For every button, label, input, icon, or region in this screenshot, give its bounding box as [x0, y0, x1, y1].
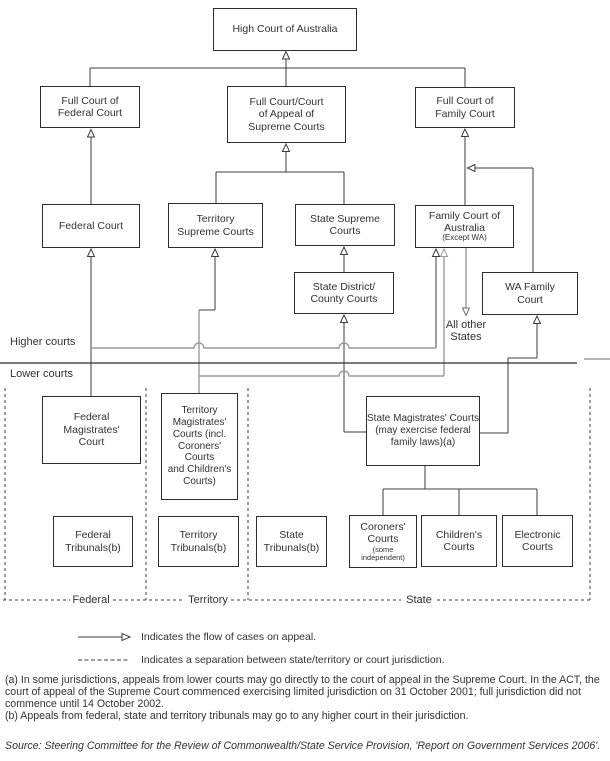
appeal-flow-lines — [89, 58, 538, 515]
node-label: Full Court of Federal Court — [57, 94, 123, 119]
node-label: Territory Magistrates' Courts (incl. Cor… — [167, 405, 232, 487]
node-label: Full Court of Family Court — [435, 95, 495, 120]
node-coroners-courts: Coroners' Courts(some independent) — [349, 515, 417, 568]
node-label: High Court of Australia — [232, 23, 338, 36]
legend-appeal-text: Indicates the flow of cases on appeal. — [141, 631, 317, 643]
node-sublabel: (Except WA) — [442, 233, 487, 243]
node-label: Electronic Courts — [514, 528, 561, 553]
node-label: Children's Courts — [435, 528, 483, 553]
node-full-court-federal: Full Court of Federal Court — [40, 86, 140, 128]
node-full-court-appeal-supreme: Full Court/Court of Appeal of Supreme Co… — [227, 86, 346, 143]
node-sublabel: (some independent) — [361, 544, 405, 562]
node-full-court-family: Full Court of Family Court — [415, 87, 515, 128]
node-federal-magistrates: Federal Magistrates' Court — [42, 396, 141, 464]
jurisdiction-dashed-lines — [3, 388, 591, 601]
node-label: State Supreme Courts — [309, 212, 381, 237]
gray-appeal-lines — [91, 256, 610, 393]
node-label: Coroners' Courts — [360, 520, 406, 546]
arrowheads — [86, 50, 542, 324]
node-state-district-county: State District/ County Courts — [294, 272, 394, 314]
footnotes: (a) In some jurisdictions, appeals from … — [5, 674, 605, 722]
all-other-states-label: All other States — [445, 319, 487, 343]
node-territory-supreme: Territory Supreme Courts — [168, 203, 263, 248]
source-line: Source: Steering Committee for the Revie… — [5, 740, 601, 752]
node-federal-tribunals: Federal Tribunals(b) — [53, 516, 133, 567]
node-childrens-courts: Children's Courts — [421, 515, 497, 567]
node-label: Federal Magistrates' Court — [63, 411, 120, 449]
node-electronic-courts: Electronic Courts — [502, 515, 573, 567]
node-label: State Tribunals(b) — [263, 529, 320, 554]
node-label: State Magistrates' Courts (may exercise … — [367, 413, 479, 448]
node-label: Territory Supreme Courts — [177, 213, 254, 238]
section-label-state: State — [406, 594, 432, 606]
node-family-court-australia: Family Court of Australia(Except WA) — [415, 205, 514, 248]
node-label: Federal Tribunals(b) — [65, 529, 121, 554]
node-state-tribunals: State Tribunals(b) — [256, 516, 327, 567]
node-state-magistrates: State Magistrates' Courts (may exercise … — [366, 396, 480, 466]
node-high-court: High Court of Australia — [213, 8, 357, 51]
node-label: State District/ County Courts — [310, 280, 378, 305]
lower-courts-label: Lower courts — [10, 368, 73, 380]
higher-courts-label: Higher courts — [10, 336, 76, 348]
node-label: Federal Court — [58, 219, 124, 232]
node-wa-family-court: WA Family Court — [482, 272, 578, 315]
footnote-a: (a) In some jurisdictions, appeals from … — [5, 674, 600, 710]
legend-appeal-arrow — [78, 632, 132, 642]
node-federal-court: Federal Court — [42, 204, 140, 248]
node-label: Family Court of Australia — [428, 209, 501, 235]
node-label: Full Court/Court of Appeal of Supreme Co… — [248, 95, 325, 133]
section-label-federal: Federal — [72, 594, 110, 606]
node-state-supreme: State Supreme Courts — [295, 204, 395, 246]
node-label: WA Family Court — [505, 281, 555, 306]
footnote-b: (b) Appeals from federal, state and terr… — [5, 710, 469, 722]
legend-separator-text: Indicates a separation between state/ter… — [141, 654, 445, 666]
node-territory-tribunals: Territory Tribunals(b) — [158, 516, 239, 567]
node-territory-magistrates: Territory Magistrates' Courts (incl. Cor… — [161, 393, 238, 500]
section-label-territory: Territory — [188, 594, 228, 606]
node-label: Territory Tribunals(b) — [170, 529, 227, 554]
